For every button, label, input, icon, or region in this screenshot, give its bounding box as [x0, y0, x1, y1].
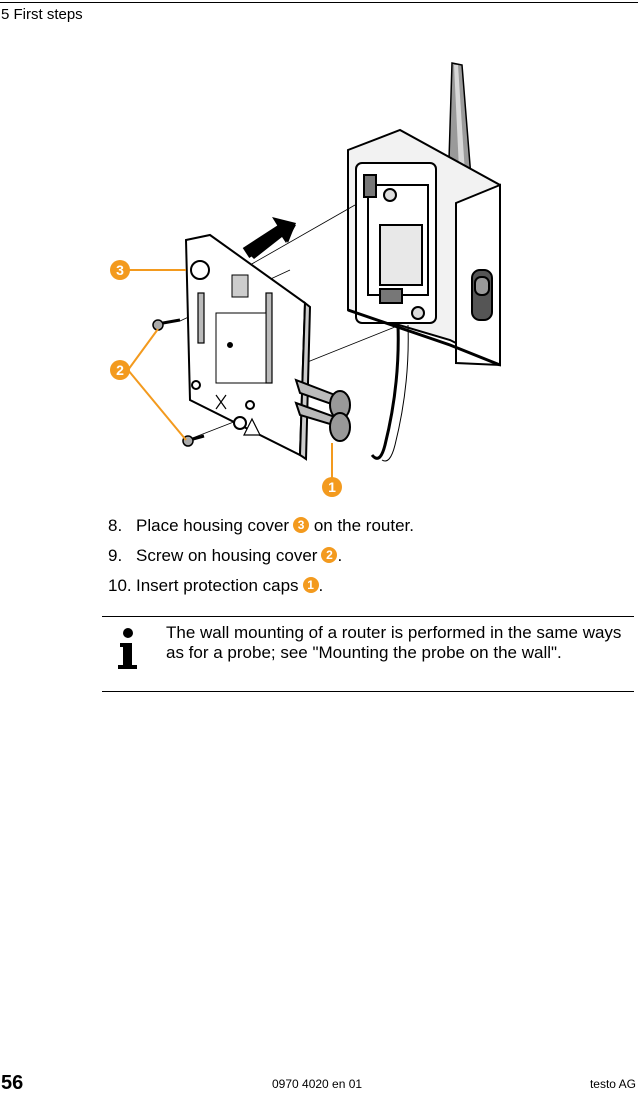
info-note: The wall mounting of a router is perform… — [102, 616, 634, 692]
callout-1: 1 — [322, 477, 342, 497]
callout-3: 3 — [110, 260, 130, 280]
section-title: 5 First steps — [1, 6, 83, 23]
router-mounting-illustration: 3 2 1 — [110, 62, 501, 497]
step-text: Insert protection caps — [136, 576, 299, 595]
page-number: 56 — [1, 1072, 24, 1094]
screws — [152, 318, 205, 447]
step-text-suffix: on the router. — [309, 516, 414, 535]
note-text: The wall mounting of a router is perform… — [166, 623, 622, 662]
header-rule — [0, 2, 638, 3]
step-text-suffix: . — [337, 546, 343, 565]
callout-2: 2 — [110, 360, 130, 380]
company-name: testo AG — [589, 1077, 636, 1091]
protection-caps — [294, 378, 351, 442]
info-icon — [118, 628, 137, 669]
callout-badge: 2 — [321, 547, 338, 563]
callout-leaders — [127, 269, 333, 482]
step-text: Screw on housing cover — [136, 546, 318, 565]
svg-text:1: 1 — [328, 479, 336, 495]
svg-text:3: 3 — [116, 262, 124, 278]
callout-badge: 3 — [293, 517, 310, 533]
step-number: 9. — [108, 546, 123, 565]
direction-arrow — [242, 217, 296, 259]
cable — [370, 324, 400, 460]
step-number: 8. — [108, 516, 123, 535]
router-body — [347, 128, 501, 367]
step-number: 10. — [108, 576, 132, 595]
callout-badge: 1 — [302, 577, 319, 593]
document-number: 0970 4020 en 01 — [272, 1077, 363, 1091]
step-text: Place housing cover — [136, 516, 290, 535]
housing-cover — [184, 233, 312, 461]
step-text-suffix: . — [318, 576, 324, 595]
svg-text:2: 2 — [116, 362, 124, 378]
